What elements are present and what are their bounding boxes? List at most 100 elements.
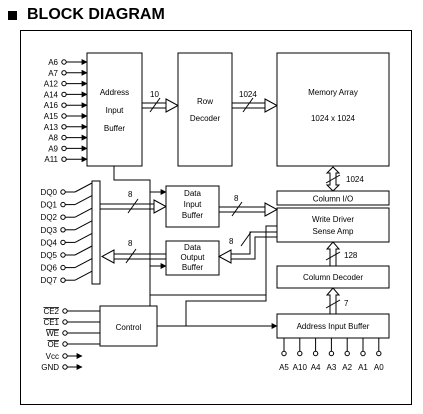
address-pin-label-a16: A16	[44, 101, 59, 110]
dq-pin-label-dq7: DQ7	[41, 276, 58, 285]
column-io	[276, 190, 390, 206]
power-pin-label-vcc: Vcc	[46, 352, 59, 361]
column-decoder-label: Column Decoder	[303, 273, 363, 282]
data-output-buffer	[165, 240, 220, 276]
dq-pin-label-dq4: DQ4	[41, 238, 58, 247]
address-pin-label-a8: A8	[48, 134, 58, 143]
control-pin-terminal	[62, 330, 68, 336]
bus-array-to-column-io	[325, 166, 341, 192]
bus-input-buffer-to-write-driver	[219, 201, 279, 217]
bottom-address-pin-terminal	[344, 350, 350, 357]
bottom-address-pin-label-a1: A1	[358, 363, 368, 372]
dq-pin-terminal	[60, 189, 66, 195]
bus-address-to-column-decoder	[325, 287, 341, 315]
address-pin-label-a14: A14	[44, 90, 59, 99]
address-buffer-left-line1: Address	[100, 88, 129, 97]
dq-pin-terminal	[60, 239, 66, 246]
address-pin-label-a11: A11	[44, 155, 58, 164]
address-pin-terminal	[61, 59, 67, 65]
bottom-address-pin-label-a4: A4	[311, 363, 321, 372]
address-pin-label-a15: A15	[44, 112, 59, 121]
dq-pin-terminal	[60, 277, 66, 283]
bottom-address-pin-label-a5: A5	[279, 363, 289, 372]
write-driver-sense-amp	[276, 207, 390, 243]
row-decoder-line2: Decoder	[190, 114, 221, 123]
address-pin-label-a6: A6	[48, 58, 58, 67]
memory-array-size: 1024 x 1024	[311, 114, 356, 123]
dq-io-buffer	[91, 180, 101, 285]
address-pin-label-a7: A7	[48, 69, 58, 78]
address-pin-terminal	[61, 91, 67, 98]
bus-width-8-from-sense: 8	[229, 237, 234, 246]
bus-width-8-dq-in: 8	[128, 190, 133, 199]
address-pin-terminal	[61, 113, 67, 119]
title-bullet	[8, 10, 17, 20]
bottom-address-pin-terminal	[376, 350, 382, 357]
dq-pin-wire	[74, 258, 93, 269]
data-input-buffer-line1: Data	[184, 189, 201, 198]
address-pin-terminal	[61, 80, 67, 87]
control-label: Control	[116, 323, 142, 332]
bottom-address-pin-label-a0: A0	[374, 363, 384, 372]
address-buffer-left-line2: Input	[106, 106, 125, 115]
address-pin-label-a12: A12	[44, 80, 59, 89]
bus-dq-to-input-buffer	[100, 198, 168, 214]
bottom-address-pin-terminal	[360, 350, 366, 357]
data-output-buffer-line3: Buffer	[182, 263, 204, 272]
control-pin-label-we: WE	[46, 329, 59, 338]
write-driver-label: Write Driver	[312, 215, 354, 224]
address-buffer-left-line3: Buffer	[104, 124, 126, 133]
dq-pin-wire	[74, 232, 93, 243]
sense-amp-label: Sense Amp	[313, 227, 354, 236]
dq-pin-terminal	[60, 264, 66, 271]
address-pin-terminal	[61, 145, 67, 152]
address-pin-label-a13: A13	[44, 123, 59, 132]
power-pin-terminal	[62, 353, 68, 359]
data-output-buffer-line2: Output	[180, 253, 205, 262]
data-input-buffer-line3: Buffer	[182, 211, 204, 220]
address-input-buffer-bottom	[276, 313, 390, 339]
title-text: BLOCK DIAGRAM	[27, 6, 165, 23]
dq-pin-label-dq5: DQ5	[41, 251, 58, 260]
dq-pin-terminal	[60, 227, 66, 233]
bus-sense-amp-to-output-buffer	[217, 231, 277, 264]
bottom-address-pin-terminal	[281, 350, 287, 357]
bus-width-7: 7	[344, 299, 349, 308]
address-pin-terminal	[61, 70, 67, 76]
data-input-buffer	[165, 185, 220, 228]
dq-pin-wire	[74, 245, 93, 256]
bus-width-128: 128	[344, 251, 358, 260]
page-title: BLOCK DIAGRAM	[8, 4, 165, 26]
address-buffer-bottom-label: Address Input Buffer	[297, 322, 370, 331]
bus-width-10: 10	[150, 90, 159, 99]
memory-array-label: Memory Array	[308, 88, 358, 97]
dq-pin-label-dq2: DQ2	[41, 213, 58, 222]
address-pin-label-a9: A9	[48, 144, 58, 153]
control-wiring	[113, 166, 278, 329]
dq-pin-wire	[74, 182, 93, 193]
bottom-address-pin-terminal	[297, 350, 303, 357]
address-pin-terminal	[61, 134, 67, 141]
dq-pin-label-dq1: DQ1	[41, 201, 58, 210]
bus-column-decoder-to-io	[325, 241, 341, 267]
bottom-address-pin-terminal	[328, 350, 335, 357]
row-decoder-line1: Row	[197, 97, 213, 106]
column-io-label: Column I/O	[313, 195, 353, 204]
dq-pin-label-dq0: DQ0	[41, 188, 58, 197]
dq-pin-wire	[74, 270, 93, 281]
bus-width-1024-row: 1024	[239, 90, 257, 99]
address-pin-terminal	[61, 156, 67, 162]
control-pin-label-oe: OE	[47, 340, 59, 349]
diagram-frame	[20, 30, 412, 405]
bottom-address-pin-terminal	[312, 350, 319, 357]
dq-pin-wire	[74, 207, 93, 218]
bus-width-8-to-write: 8	[234, 194, 239, 203]
data-output-buffer-line1: Data	[184, 243, 201, 252]
power-pin-terminal	[62, 364, 68, 370]
dq-pin-wire	[74, 195, 93, 206]
